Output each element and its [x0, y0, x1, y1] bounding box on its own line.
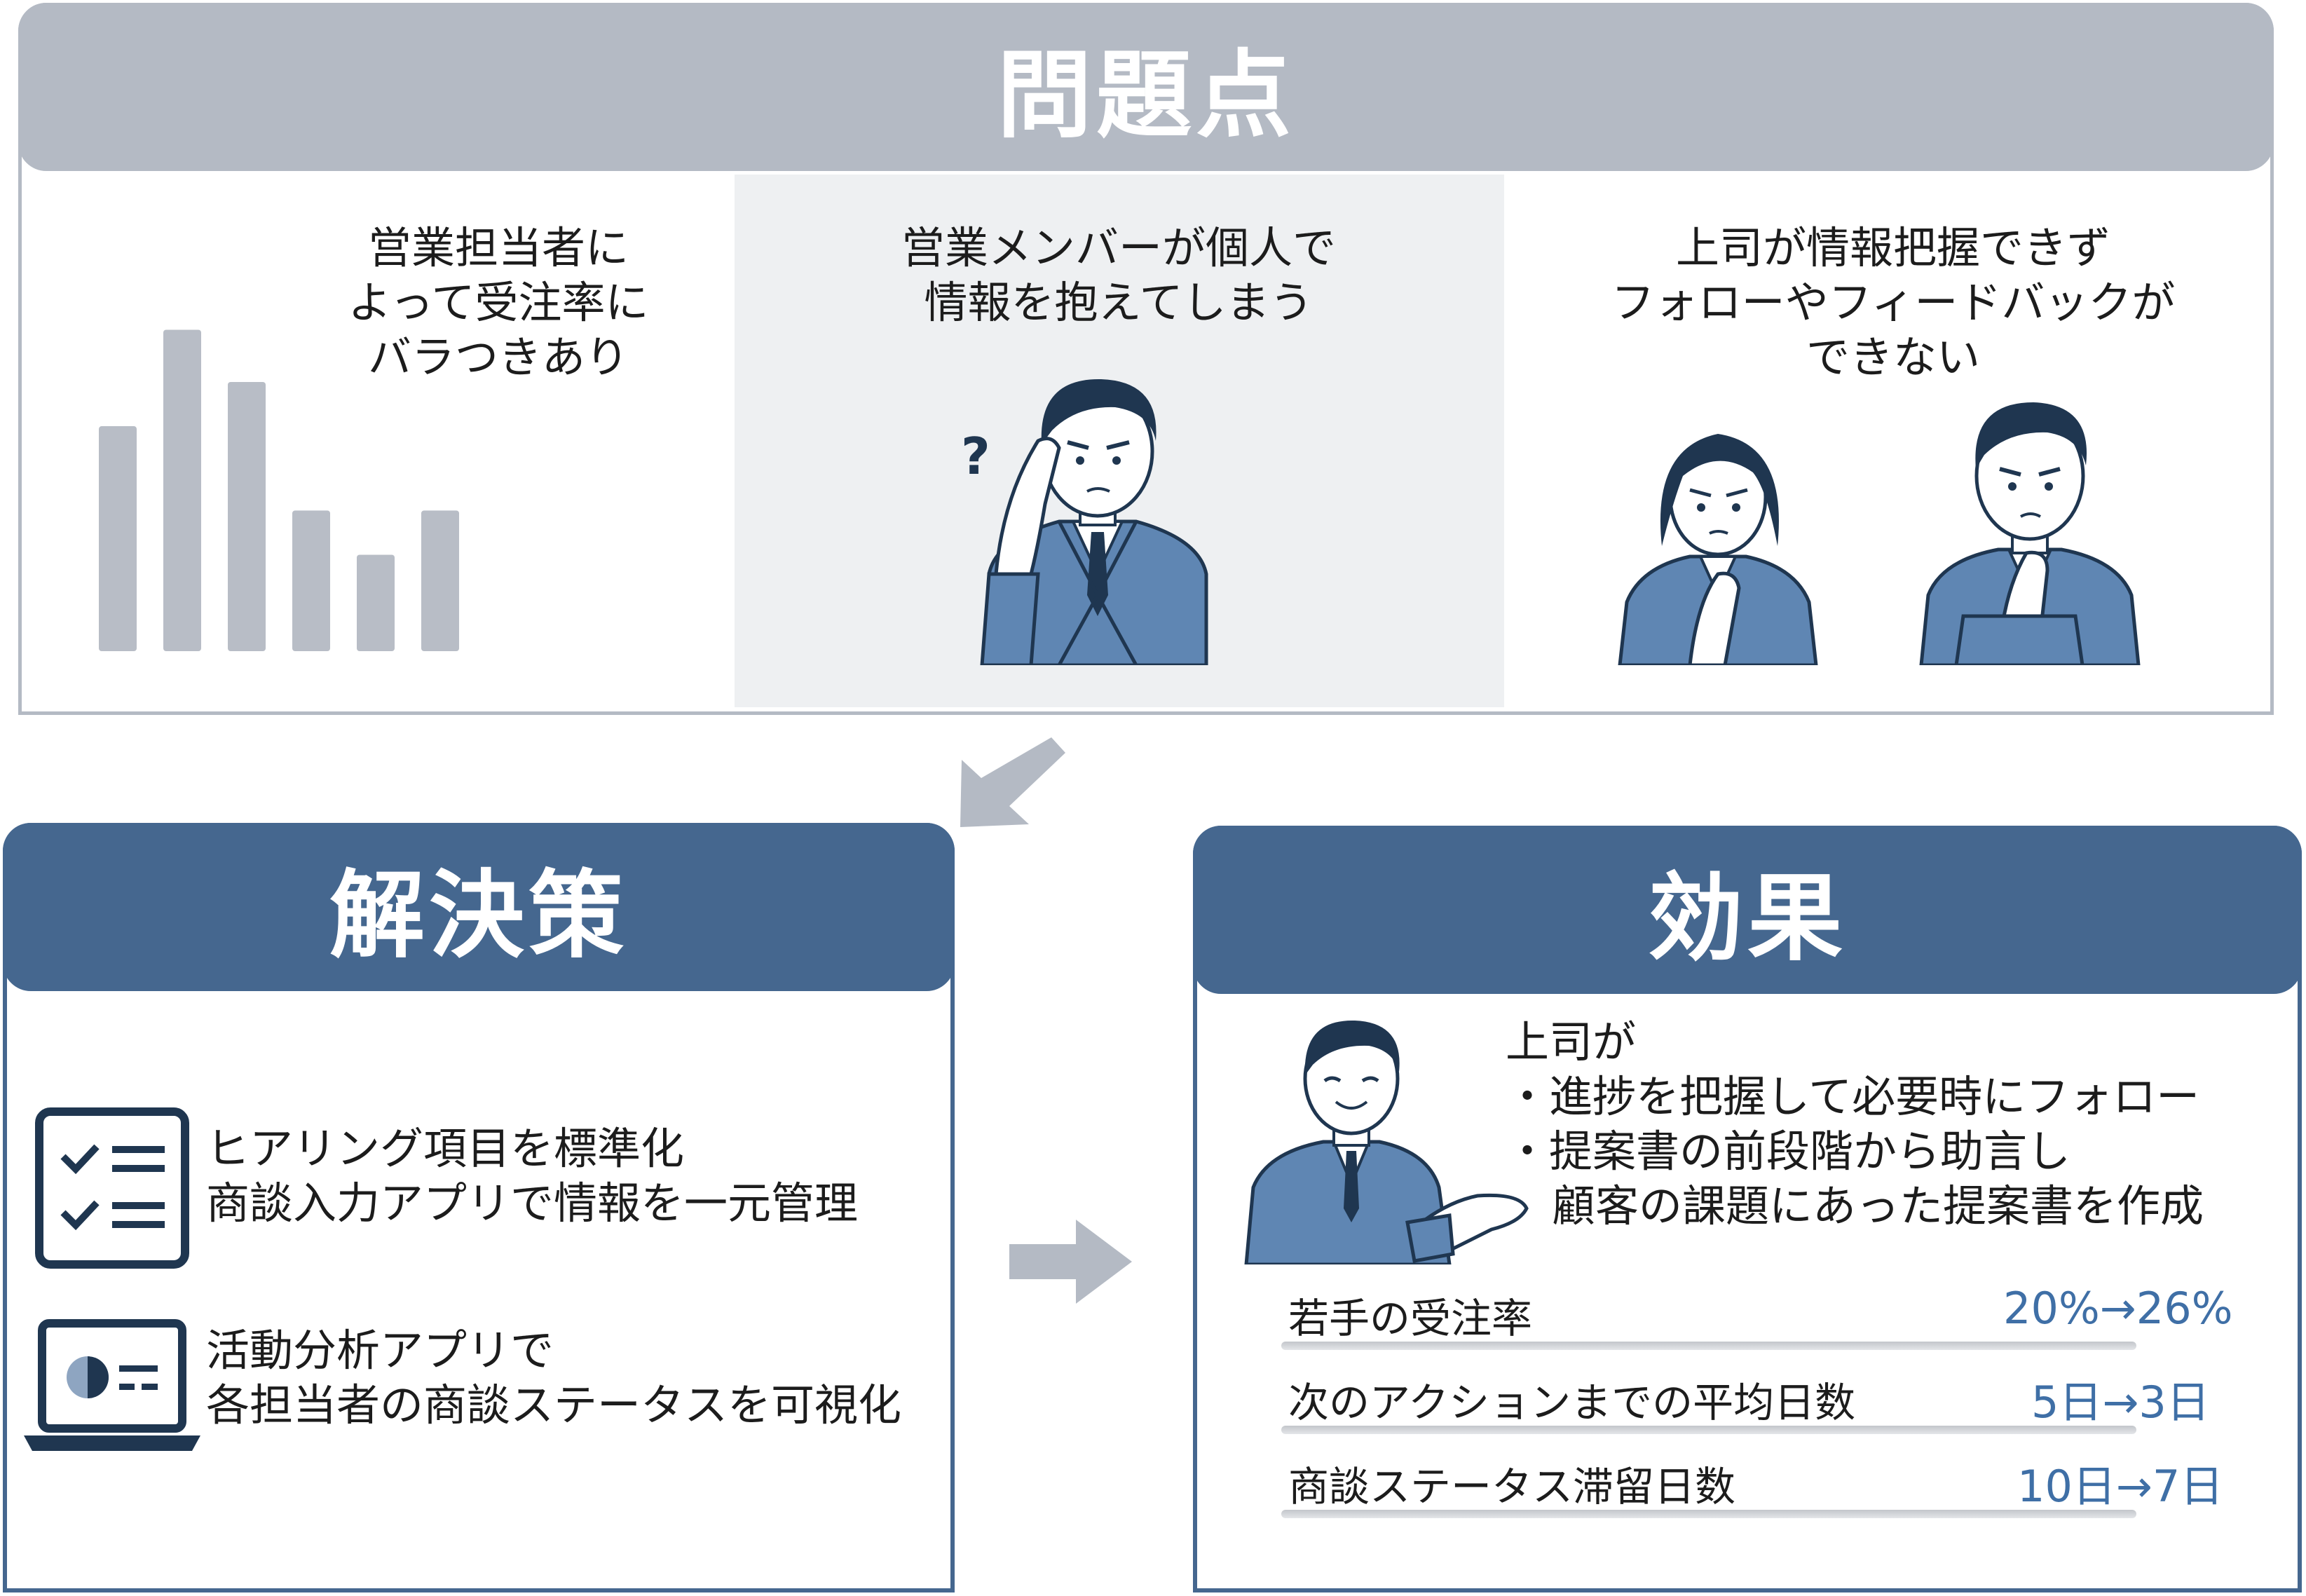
down-left-arrow-icon — [960, 737, 1065, 827]
laptop-chart-icon — [24, 1319, 200, 1451]
solution-item2-text: 活動分析アプリで 各担当者の商談ステータスを可視化 — [206, 1325, 902, 1431]
bar-1 — [163, 329, 201, 651]
metric-row: 若手の受注率 20%→26% — [1281, 1271, 2233, 1354]
solution-item1-text: ヒアリング項目を標準化 商談入力アプリで情報を一元管理 — [206, 1123, 859, 1229]
metric-underline — [1281, 1342, 2136, 1350]
problem-header: 問題点 — [18, 3, 2274, 171]
problem-col2-text: 営業メンバーが個人で 情報を抱えてしまう — [901, 222, 1336, 328]
metric-label: 商談ステータス滞留日数 — [1288, 1463, 1736, 1510]
metric-value: 10日→7日 — [2017, 1461, 2224, 1512]
metric-label: 次のアクションまでの平均日数 — [1288, 1379, 1856, 1426]
right-arrow-icon — [1009, 1220, 1132, 1304]
variance-bar-chart — [99, 329, 459, 651]
bar-5 — [421, 510, 459, 651]
solution-panel: 解決策 ヒアリング項目を標準化 商談入力アプリで情報を一元管理 活動分析アプリで… — [3, 823, 955, 1592]
solution-header: 解決策 — [3, 823, 955, 991]
metric-value: 5日→3日 — [2031, 1377, 2210, 1428]
metric-row: 次のアクションまでの平均日数 5日→3日 — [1281, 1356, 2213, 1438]
bar-2 — [228, 381, 266, 651]
metric-value: 20%→26% — [2003, 1283, 2233, 1334]
effect-bullet-2: ・提案書の前段階から助言し — [1506, 1126, 2071, 1177]
effect-panel: 効果 上司が ・進捗を把握して必要時にフォロー ・提案書の前段階から助言し 顧客… — [1193, 826, 2302, 1592]
effect-header: 効果 — [1193, 826, 2302, 994]
bar-3 — [292, 510, 330, 651]
effect-bullet-1: ・進捗を把握して必要時にフォロー — [1506, 1071, 2200, 1122]
solution-title: 解決策 — [329, 860, 628, 971]
smiling-manager-illustration — [1244, 1020, 1529, 1264]
worried-woman-illustration — [1618, 434, 1818, 665]
confused-businessman-illustration — [980, 378, 1208, 665]
problem-panel: 問題点 営業担当者に よって受注率に バラつきあり 営業メンバーが個人で 情報を… — [18, 3, 2274, 715]
problem-col3-text: 上司が情報把握できず フォローやフィードバックが できない — [1611, 222, 2176, 383]
metric-underline — [1281, 1426, 2136, 1434]
effect-bullet-2-continued: 顧客の課題にあった提案書を作成 — [1552, 1180, 2204, 1232]
effect-lead-text: 上司が — [1506, 1016, 1637, 1068]
worried-man-illustration — [1919, 402, 2141, 665]
problem-col1-text: 営業担当者に よって受注率に バラつきあり — [348, 222, 649, 383]
metric-underline — [1281, 1510, 2136, 1518]
bar-0 — [99, 426, 137, 651]
effect-title: 効果 — [1648, 863, 1847, 974]
metric-label: 若手の受注率 — [1288, 1295, 1533, 1342]
question-mark: ? — [961, 427, 990, 486]
checklist-icon — [35, 1107, 189, 1269]
metric-row: 商談ステータス滞留日数 10日→7日 — [1281, 1440, 2223, 1522]
bar-4 — [357, 554, 395, 651]
problem-title: 問題点 — [997, 40, 1295, 151]
